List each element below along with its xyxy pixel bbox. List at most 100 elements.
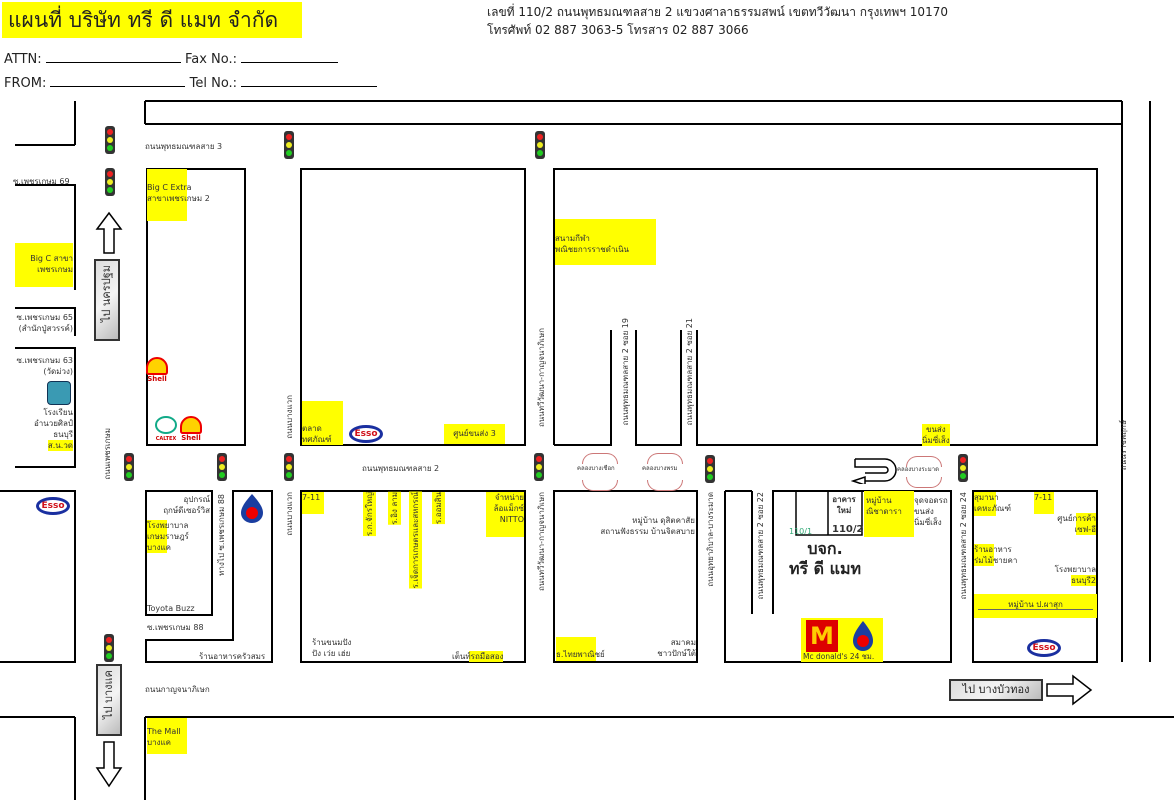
equip-label: อุปกรณ์ (183, 495, 210, 504)
nimchiseng-transport: ขนส่ง นิ่มซี่เส็ง (922, 424, 950, 446)
traffic-light-icon (284, 131, 294, 159)
block-village (553, 490, 698, 663)
fax-field[interactable] (241, 50, 339, 63)
new-building: อาคาร ใหม่ (826, 494, 862, 516)
southern-association: สมาคม ชาวปักษ์ใต้ (650, 637, 696, 659)
road-to-phetkasem-88: ทางไป ซ.เพชรเกษม 88 (217, 494, 226, 576)
restaurant-krua-samorn: ร้านอาหารครัวสมร (199, 652, 266, 661)
road-phutthamonthon-2: ถนนพุทธมณฑลสาย 2 (362, 464, 440, 473)
bigc-label: Big C สาขา (30, 254, 73, 263)
bldg-label: อาคาร (832, 495, 856, 504)
stop-label: ขนส่ง (914, 507, 934, 516)
dharma-label: สถานฟังธรรม บ้านจิตสบาย (600, 527, 695, 536)
from-row: FROM: Tel No.: (4, 74, 378, 91)
bus-stop-nimchiseng: จุดจอดรถ ขนส่ง นิ่มซี่เส็ง (904, 495, 948, 528)
road-bangwaek-north: ถนนบางแวก (285, 395, 294, 439)
sumana-label: เคหะภัณฑ์ (974, 504, 1011, 513)
bottom-road-edge (0, 490, 1174, 800)
village-dusit: หมู่บ้าน ดุสิตคาสัย สถานฟังธรรม บ้านจิตส… (575, 515, 695, 537)
traffic-light-icon (535, 131, 545, 159)
canal-bridge-icon (647, 480, 683, 491)
soi-phetkasem-69: ซ.เพชรเกษม 69 (13, 177, 70, 186)
traffic-light-icon (958, 454, 968, 482)
toyota-buzz: Toyota Buzz (147, 604, 195, 613)
shop-jakyai: ร.ก.จักรใหญ่ (363, 492, 376, 537)
mcdonalds-label: Mc donald's 24 ชม. (803, 652, 875, 661)
assoc-label: สมาคม (670, 638, 696, 647)
from-field[interactable] (50, 74, 186, 87)
esso-logo-icon: Esso (349, 425, 383, 443)
canal-bang-phrom: คลองบางพรม (642, 465, 678, 472)
attn-row: ATTN: Fax No.: (4, 50, 339, 67)
block-bigc-extra (146, 168, 246, 446)
road-soi-24: ถนนพุทธมณฑลสาย 2 ซอย 24 (959, 492, 968, 600)
road-thawiwatthana-north: ถนนทวีวัฒนา-กาญจนาภิเษก (537, 328, 546, 428)
rest-label: ร่มไม้ชายคา (974, 556, 1018, 565)
mcdonalds-logo-icon: M (806, 620, 838, 652)
block-sumana (972, 490, 1098, 663)
attn-field[interactable] (45, 50, 181, 63)
transport-center-3: ศูนย์ขนส่ง 3 (444, 424, 505, 444)
road-ratchaphruek: ถนนราชพฤกษ์ (1119, 420, 1128, 471)
address-line: เลขที่ 110/2 ถนนพุทธมณฑลสาย 2 แขวงศาลาธร… (487, 5, 948, 19)
seven-eleven-b: 7-11 (1034, 492, 1054, 514)
bank-scb: ธ.ไทยพาณิชย์ (556, 637, 605, 661)
arrow-down-icon (95, 741, 123, 788)
sumana-label: สุมานา (974, 493, 999, 502)
ptt-bangchak-logo-icon (47, 381, 71, 405)
road-phetkasem: ถนนเพชรเกษม (103, 428, 112, 480)
market-label: ตลาด (302, 424, 322, 433)
soi-label: ซ.เพชรเกษม 63 (16, 356, 73, 365)
bakery-label: ร้านขนมปัง (312, 638, 352, 647)
mall-label: ศูนย์การค้า (1057, 514, 1096, 523)
attn-label: ATTN: (4, 52, 42, 67)
company-address: เลขที่ 110/2 ถนนพุทธมณฑลสาย 2 แขวงศาลาธร… (487, 3, 948, 39)
transport-label: นิ่มซี่เส็ง (922, 435, 950, 446)
village-label: ณิชาดารา (866, 507, 902, 516)
bank-agriculture: ร.เจ็ดการเกษตรและสหกรณ์ (409, 492, 422, 589)
road-bangwaek-south: ถนนบางแวก (285, 492, 294, 536)
hospital-kasemrad: โรงพยาบาล เกษมราษฎร์ บางแค (147, 520, 189, 553)
road-soi-21: ถนนพุทธมณฑลสาย 2 ซอย 21 (685, 318, 694, 426)
shell-logo-icon: Shell (146, 357, 168, 383)
bank-omsin: ร.ออมสิน (432, 492, 445, 525)
village-nichadara: หมู่บ้าน ณิชาดารา (864, 491, 914, 537)
bakery-label: ปัง เว่ย เฮ่ย (312, 649, 351, 658)
sign-to-nakhon-pathom: ไป นครปฐม (94, 259, 120, 341)
sumana-store: สุมานา เคหะภัณฑ์ (974, 492, 1011, 516)
tel-field[interactable] (241, 74, 378, 87)
bakery: ร้านขนมปัง ปัง เว่ย เฮ่ย (312, 637, 351, 659)
village-label: หมู่บ้าน (866, 496, 892, 505)
village-label: หมู่บ้าน ดุสิตคาสัย (632, 516, 695, 525)
canal-bridge-icon (582, 480, 618, 491)
traffic-light-icon (105, 168, 115, 196)
stop-label: นิ่มซี่เส็ง (914, 518, 942, 527)
nitto-label: ล้อแม็กซ์ (493, 504, 524, 513)
traffic-light-icon (104, 634, 114, 662)
market-label: ทศภัณฑ์ (302, 435, 332, 444)
hospital-label: โรงพยาบาล (1054, 565, 1096, 574)
bigc-extra-label: สาขาเพชรเกษม 2 (147, 194, 210, 203)
ptt-logo-icon (853, 621, 873, 651)
sign-label: ไป นครปฐม (100, 265, 113, 323)
left-side-edge (15, 101, 76, 378)
talad-market: ตลาด ทศภัณฑ์ (302, 401, 343, 445)
mall-label: บางแค (147, 738, 171, 747)
canal-bang-chueak: คลองบางเชือก (577, 465, 615, 472)
block-stadium (553, 168, 1098, 446)
nitto-label: จำหน่าย (494, 493, 524, 502)
block-market (300, 168, 526, 446)
soi-note: (วัดม่วง) (43, 367, 73, 376)
mall-label: The Mall (147, 727, 181, 736)
traffic-light-icon (124, 453, 134, 481)
road-phutthamonthon-3: ถนนพุทธมณฑลสาย 3 (145, 142, 223, 151)
map-title: แผนที่ บริษัท ทรี ดี แมท จำกัด (2, 2, 302, 38)
left-side-edge-lower (15, 378, 76, 468)
canal-bang-ramat: คลองบางระมาด (897, 466, 939, 473)
assoc-label: ชาวปักษ์ใต้ (657, 649, 696, 658)
top-road-edge (144, 100, 1123, 125)
stadium-label: สนามกีฬา (555, 234, 590, 243)
bigc-extra-label: Big C Extra (147, 183, 192, 192)
tel-label: Tel No.: (189, 76, 238, 91)
